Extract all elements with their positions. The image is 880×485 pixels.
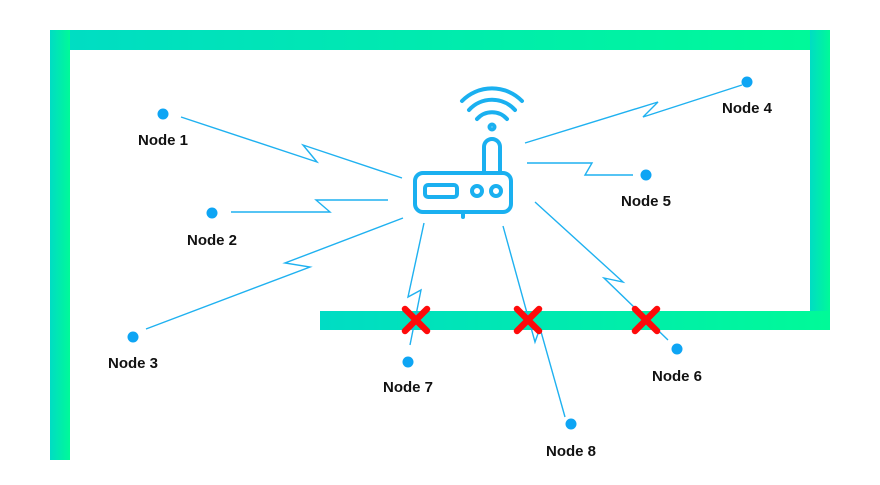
- node-label: Node 1: [138, 132, 188, 149]
- node-dot[interactable]: [671, 343, 683, 355]
- walls: [50, 30, 830, 460]
- node-label: Node 7: [383, 379, 433, 396]
- wifi-arc-inner: [475, 110, 509, 121]
- node-dot[interactable]: [565, 418, 577, 430]
- node-7[interactable]: Node 7: [383, 356, 433, 397]
- node-5[interactable]: Node 5: [621, 169, 671, 211]
- node-dot[interactable]: [402, 356, 414, 368]
- link-node-2: [231, 199, 388, 213]
- cross-icon: [631, 305, 661, 335]
- link-node-3: [145, 217, 404, 330]
- node-label: Node 3: [108, 355, 158, 372]
- wall-right: [810, 30, 830, 330]
- node-dot[interactable]: [157, 108, 169, 120]
- cross-icon: [401, 305, 431, 335]
- node-6[interactable]: Node 6: [652, 343, 702, 386]
- node-4[interactable]: Node 4: [722, 76, 773, 118]
- link-node-4: [524, 84, 743, 144]
- wifi-arc-middle: [467, 97, 517, 112]
- node-dot[interactable]: [640, 169, 652, 181]
- wifi-dot: [487, 122, 497, 132]
- wifi-arc-outer: [460, 86, 524, 103]
- wall-top: [50, 30, 830, 50]
- node-label: Node 5: [621, 193, 671, 210]
- router-led-1: [470, 184, 484, 198]
- blocked-markers: [401, 305, 661, 335]
- link-node-1: [180, 116, 403, 179]
- node-label: Node 6: [652, 368, 702, 385]
- node-dot[interactable]: [206, 207, 218, 219]
- link-node-5: [527, 162, 633, 176]
- node-label: Node 8: [546, 443, 596, 460]
- router-display-slot: [423, 183, 459, 199]
- nodes: Node 1 Node 2 Node 3 Node 4 Node 5 Node …: [108, 76, 773, 461]
- node-label: Node 2: [187, 232, 237, 249]
- cross-icon: [513, 305, 543, 335]
- node-8[interactable]: Node 8: [546, 418, 596, 461]
- wifi-router-icon: [413, 86, 524, 219]
- router-led-2: [489, 184, 503, 198]
- node-dot[interactable]: [741, 76, 753, 88]
- node-3[interactable]: Node 3: [108, 331, 158, 373]
- wall-left: [50, 30, 70, 460]
- router-antenna: [482, 137, 502, 175]
- node-label: Node 4: [722, 100, 773, 117]
- router-body: [413, 171, 513, 214]
- node-2[interactable]: Node 2: [187, 207, 237, 250]
- wall-inner-bottom: [320, 311, 830, 330]
- node-dot[interactable]: [127, 331, 139, 343]
- link-node-8: [502, 225, 566, 418]
- node-1[interactable]: Node 1: [138, 108, 188, 150]
